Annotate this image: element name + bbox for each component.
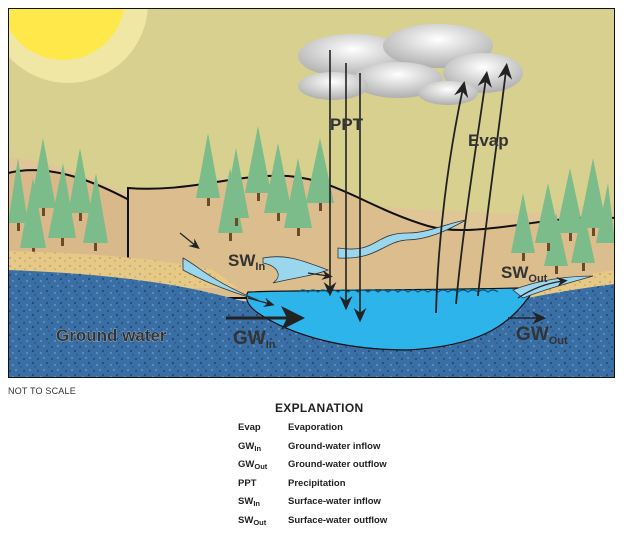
legend-row-gw-in: GWIn Ground-water inflow: [238, 441, 387, 460]
label-sw-in: SWIn: [228, 251, 265, 273]
hydrologic-cycle-diagram: PPT Evap SWIn SWOut GWIn GWOut Ground wa…: [8, 8, 615, 378]
label-sw-out: SWOut: [501, 263, 548, 285]
legend-desc: Ground-water outflow: [288, 459, 387, 470]
legend-abbr: GWOut: [238, 459, 268, 471]
label-gw-in: GWIn: [233, 328, 276, 351]
legend-abbr: SWIn: [238, 496, 260, 508]
legend-row-ppt: PPT Precipitation: [238, 478, 387, 497]
precipitation-arrows: [323, 50, 367, 323]
legend-abbr: GWIn: [238, 440, 262, 453]
legend-abbr: PPT: [238, 477, 257, 489]
legend-desc: Evaporation: [288, 422, 343, 433]
legend-row-gw-out: GWOut Ground-water outflow: [238, 459, 387, 478]
forest: [8, 126, 615, 274]
scale-note: NOT TO SCALE: [8, 386, 76, 396]
legend-abbr: SWOut: [238, 514, 267, 527]
legend-desc: Precipitation: [288, 477, 346, 489]
surface-water-inflow-arrows: [179, 232, 333, 308]
surface-water-outflow-arrow: [517, 277, 568, 299]
label-gw-out: GWOut: [516, 324, 568, 347]
legend-title: EXPLANATION: [275, 401, 364, 415]
sun: [8, 8, 148, 83]
legend-row-evap: Evap Evaporation: [238, 422, 387, 441]
legend-row-sw-out: SWOut Surface-water outflow: [238, 515, 387, 534]
legend-desc: Surface-water outflow: [288, 514, 388, 526]
label-evap: Evap: [468, 131, 509, 150]
stream-right-out: [512, 275, 594, 299]
legend: Evap Evaporation GWIn Ground-water inflo…: [238, 422, 387, 533]
legend-abbr: Evap: [238, 422, 261, 433]
legend-desc: Ground-water inflow: [288, 440, 381, 452]
stream-left: [182, 257, 259, 301]
diagram-frame: [8, 8, 615, 378]
stream-middle: [262, 256, 330, 284]
label-ground-water: Ground water: [56, 326, 167, 345]
evaporation-arrows: [435, 62, 513, 314]
legend-row-sw-in: SWIn Surface-water inflow: [238, 496, 387, 515]
label-ppt: PPT: [330, 115, 364, 134]
legend-desc: Surface-water inflow: [288, 496, 381, 507]
